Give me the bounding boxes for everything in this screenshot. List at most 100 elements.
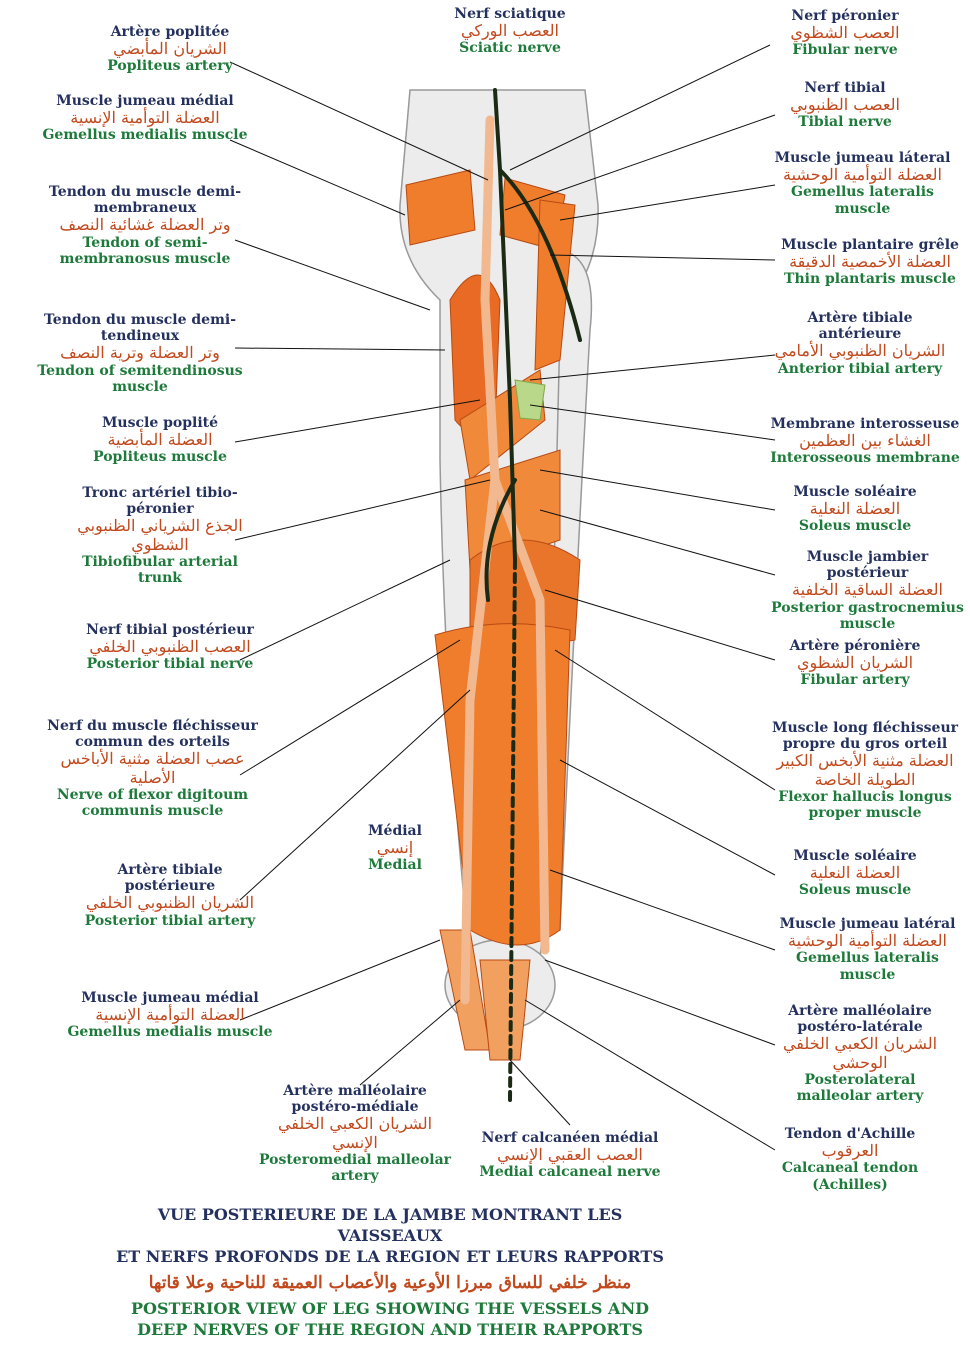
label-en: Tibial nerve	[760, 114, 930, 130]
label-soleus-top: Muscle soléaire العضلة النعلية Soleus mu…	[770, 484, 940, 535]
leader-flexor-hallucis	[555, 650, 775, 790]
leader-semimembranosus	[235, 240, 430, 310]
label-ar: الشريان الظنبوبي الخلفي	[70, 894, 270, 912]
label-fr: Muscle soléaire	[770, 848, 940, 864]
label-ar: الغشاء بين العظمين	[770, 432, 960, 450]
label-tibiofibular-trunk: Tronc artériel tibio-péronier الجذع الشر…	[60, 485, 260, 586]
label-soleus-bottom: Muscle soléaire العضلة النعلية Soleus mu…	[770, 848, 940, 899]
muscle-group	[406, 170, 580, 1060]
label-ar: العضلة النعلية	[770, 500, 940, 518]
leader-posteromedial-malleolar	[360, 1000, 460, 1085]
label-en: Gemellus lateralis muscle	[765, 184, 960, 216]
label-fr: Artère malléolaire postéro-médiale	[255, 1083, 455, 1115]
label-fr: Médial	[345, 823, 445, 839]
leader-soleus-bottom	[560, 760, 775, 875]
label-fr: Nerf tibial postérieur	[65, 622, 275, 638]
label-ar: العضلة مثنية الأبخس الكبير الطويلة الخاص…	[770, 752, 960, 789]
label-fr: Artère tibiale antérieure	[770, 310, 950, 342]
label-en: Tendon of semi-membranosus muscle	[40, 235, 250, 267]
label-en: Soleus muscle	[770, 882, 940, 898]
label-gemellus-medialis-top: Muscle jumeau médial العضلة التوأمية الإ…	[40, 93, 250, 144]
label-en: Thin plantaris muscle	[775, 271, 965, 287]
label-en: Popliteus muscle	[60, 449, 260, 465]
label-fibular-nerve: Nerf péronier العصب الشظوي Fibular nerve	[760, 8, 930, 59]
label-en: Medial	[345, 857, 445, 873]
caption-en-line2: DEEP NERVES OF THE REGION AND THEIR RAPP…	[110, 1320, 670, 1341]
label-en: Posterior tibial artery	[70, 913, 270, 929]
label-ar: العضلة التوأمية الوحشية	[765, 166, 960, 184]
interosseous-membrane-shape	[515, 380, 545, 420]
caption-ar: منظر خلفي للساق مبرزا الأوعية والأعصاب ا…	[110, 1273, 670, 1293]
label-ar: الشريان الشظوي	[770, 654, 940, 672]
label-ar: الشريان الظنبوبي الأمامي	[770, 342, 950, 360]
label-ar: العصب الشظوي	[760, 24, 930, 42]
label-en: Medial calcaneal nerve	[470, 1164, 670, 1180]
label-fibular-artery: Artère péronière الشريان الشظوي Fibular …	[770, 638, 940, 689]
caption-fr-line2: ET NERFS PROFONDS DE LA REGION ET LEURS …	[110, 1247, 670, 1268]
label-gemellus-medialis-bottom: Muscle jumeau médial العضلة التوأمية الإ…	[65, 990, 275, 1041]
figure-caption: VUE POSTERIEURE DE LA JAMBE MONTRANT LES…	[110, 1205, 670, 1341]
label-fr: Tendon du muscle demi-tendineux	[30, 312, 250, 344]
label-ar: العضلة النعلية	[770, 864, 940, 882]
leader-fibular-artery	[545, 590, 775, 660]
label-plantaris: Muscle plantaire grêle العضلة الأخمصية ا…	[775, 237, 965, 288]
label-ar: العرقوب	[770, 1142, 930, 1160]
label-ar: الشريان الكعبي الخلفي الوحشي	[770, 1035, 950, 1072]
label-semimembranosus: Tendon du muscle demi-membraneux وتر الع…	[40, 184, 250, 267]
label-tibial-nerve: Nerf tibial العصب الظنبوبي Tibial nerve	[760, 80, 930, 131]
label-ar: العضلة المأبضية	[60, 431, 260, 449]
label-popliteal-artery: Artère poplitée الشريان المأبضي Popliteu…	[70, 24, 270, 75]
label-fr: Tendon du muscle demi-membraneux	[40, 184, 250, 216]
label-ar: وتر العضلة غشائية النصف	[40, 216, 250, 234]
label-tibialis-posterior: Muscle jambier postérieur العضلة الساقية…	[770, 549, 965, 632]
label-en: Fibular artery	[770, 672, 940, 688]
label-fr: Muscle jumeau médial	[40, 93, 250, 109]
label-ar: العضلة التوأمية الوحشية	[770, 932, 965, 950]
label-medial-calcaneal-nerve: Nerf calcanéen médial العصب العقبي الإنس…	[470, 1130, 670, 1181]
label-fr: Muscle plantaire grêle	[775, 237, 965, 253]
label-flexor-digitorum-nerve: Nerf du muscle fléchisseur commun des or…	[40, 718, 265, 819]
label-fr: Tronc artériel tibio-péronier	[60, 485, 260, 517]
label-ar: العضلة التوأمية الإنسية	[40, 109, 250, 127]
label-fr: Membrane interosseuse	[770, 416, 960, 432]
label-fr: Artère tibiale postérieure	[70, 862, 270, 894]
label-en: Popliteus artery	[70, 58, 270, 74]
label-en: Tibiofibular arterial trunk	[60, 554, 260, 586]
label-ar: العصب العقبي الإنسي	[470, 1146, 670, 1164]
label-fr: Artère péronière	[770, 638, 940, 654]
label-ar: الشريان الكعبي الخلفي الإنسي	[255, 1115, 455, 1152]
label-sciatic-nerve: Nerf sciatique العصب الوركي Sciatic nerv…	[430, 6, 590, 57]
label-flexor-hallucis-longus: Muscle long fléchisseur propre du gros o…	[770, 720, 960, 821]
label-en: Interosseous membrane	[770, 450, 960, 466]
leader-achilles	[525, 1000, 775, 1150]
label-ar: العصب الظنبوبي	[760, 96, 930, 114]
label-ar: الجذع الشرياني الظنبوبي الشظوي	[60, 517, 260, 554]
label-ar: العضلة الأخمصية الدقيقة	[775, 253, 965, 271]
caption-en-line1: POSTERIOR VIEW OF LEG SHOWING THE VESSEL…	[110, 1299, 670, 1320]
label-en: Posterior tibial nerve	[65, 656, 275, 672]
leader-gemellus-lateralis-bottom	[550, 870, 775, 950]
label-en: Tendon of semitendinosus muscle	[30, 363, 250, 395]
label-anterior-tibial-artery: Artère tibiale antérieure الشريان الظنبو…	[770, 310, 950, 377]
label-fr: Nerf tibial	[760, 80, 930, 96]
label-en: Gemellus medialis muscle	[65, 1024, 275, 1040]
label-fr: Nerf sciatique	[430, 6, 590, 22]
label-en: Posterior gastrocnemius muscle	[770, 600, 965, 632]
label-en: Fibular nerve	[760, 42, 930, 58]
label-semitendinosus: Tendon du muscle demi-tendineux وتر العض…	[30, 312, 250, 395]
leader-medial-calcaneal	[510, 1060, 570, 1125]
label-ar: العصب الظنبوبي الخلفي	[65, 638, 275, 656]
label-en: Nerve of flexor digitoum communis muscle	[40, 787, 265, 819]
label-ar: إنسي	[345, 839, 445, 857]
label-en: Calcaneal tendon (Achilles)	[770, 1160, 930, 1192]
label-posteromedial-malleolar: Artère malléolaire postéro-médiale الشري…	[255, 1083, 455, 1184]
label-ar: العصب الوركي	[430, 22, 590, 40]
soleus-lower	[435, 624, 570, 945]
label-en: Soleus muscle	[770, 518, 940, 534]
label-ar: الشريان المأبضي	[70, 40, 270, 58]
label-en: Anterior tibial artery	[770, 361, 950, 377]
label-en: Posteromedial malleolar artery	[255, 1152, 455, 1184]
label-gemellus-lateralis-bottom: Muscle jumeau latéral العضلة التوأمية ال…	[770, 916, 965, 983]
label-fr: Muscle poplité	[60, 415, 260, 431]
